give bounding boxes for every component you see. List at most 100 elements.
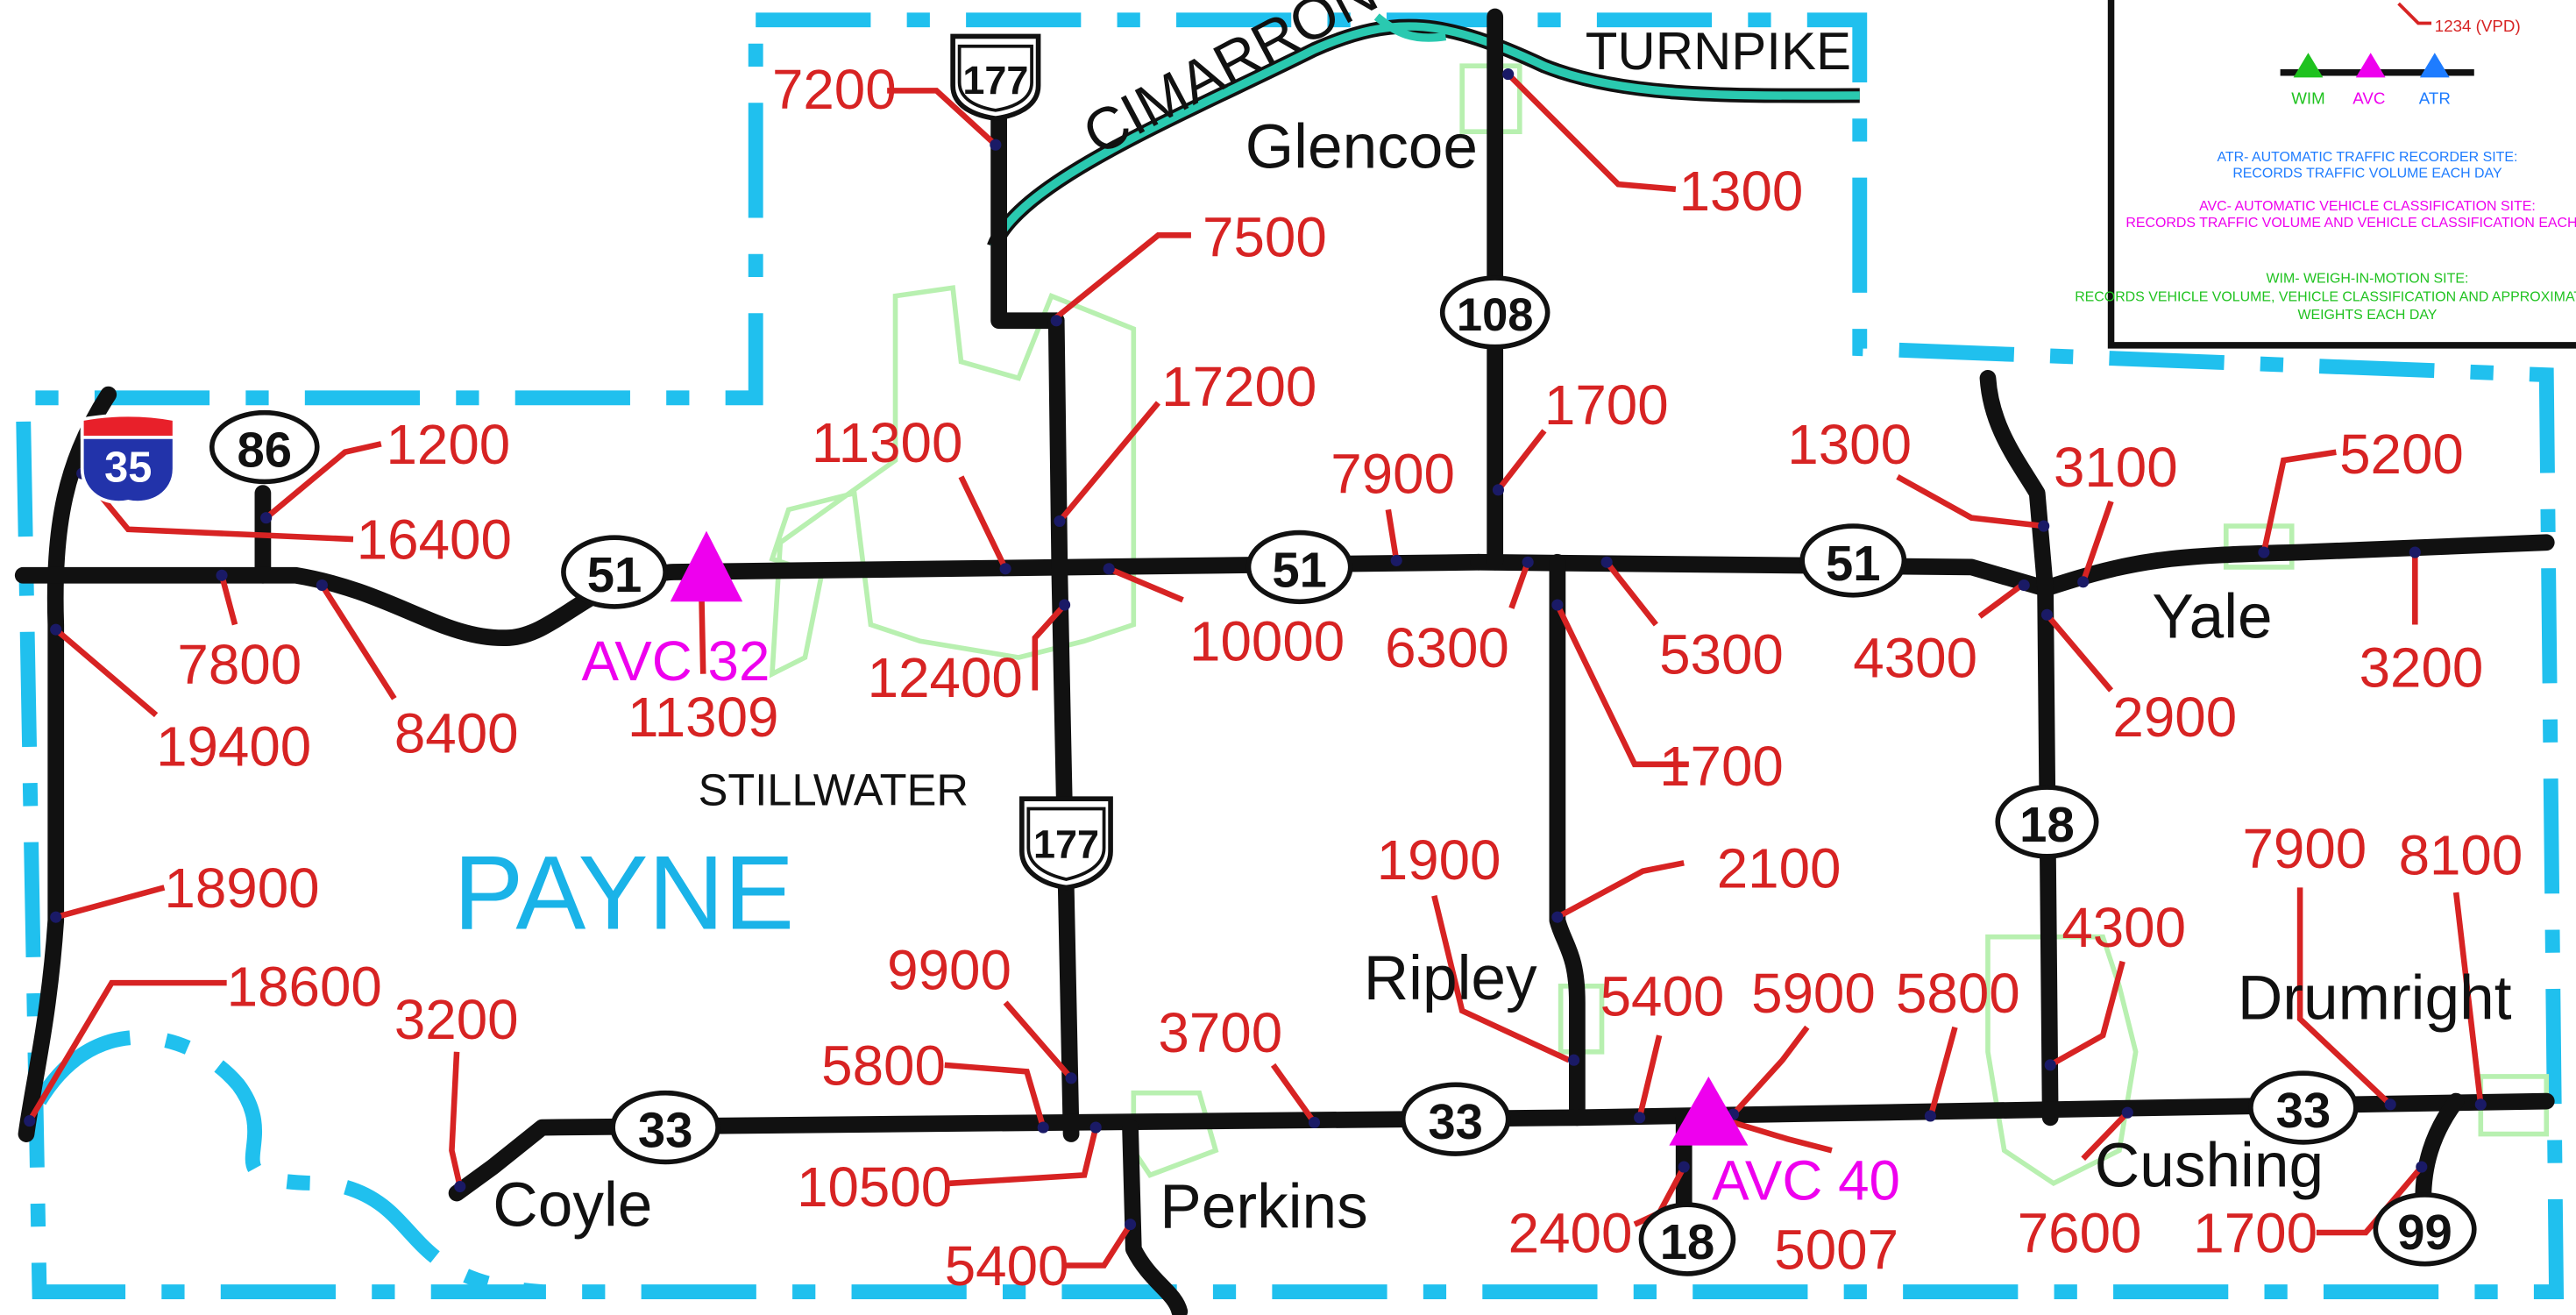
volume-label: 7500 <box>1203 206 1327 269</box>
highway-177 <box>1047 312 1080 1142</box>
town-glencoe: Glencoe <box>1245 112 1478 181</box>
volume-label: 7900 <box>2243 817 2367 880</box>
us-177-shield-south: 177 <box>1019 796 1113 891</box>
legend-wim-desc2: RECORDS VEHICLE VOLUME, VEHICLE CLASSIFI… <box>2075 289 2576 304</box>
volume-label: 19400 <box>156 715 311 778</box>
volume-label: 11300 <box>812 411 962 474</box>
highway-51-number: 51 <box>1826 536 1881 591</box>
legend-atr-desc2: RECORDS TRAFFIC VOLUME EACH DAY <box>2232 167 2502 181</box>
legend-atr-marker <box>2419 53 2450 78</box>
volume-label: 6300 <box>1385 616 1509 679</box>
leader-lines <box>26 72 2484 1269</box>
town-coyle: Coyle <box>493 1171 652 1240</box>
volume-label: 1900 <box>1377 828 1501 892</box>
legend-wim-marker <box>2293 53 2324 78</box>
highway-51-east <box>1470 534 2555 597</box>
ripley-city-limits <box>1558 984 1605 1055</box>
highway-99-number: 99 <box>2397 1205 2452 1260</box>
volume-label: 18900 <box>164 857 319 920</box>
volume-label: 1700 <box>1544 373 1669 437</box>
volume-label: 7800 <box>177 633 302 696</box>
highway-33-number: 33 <box>2276 1083 2331 1138</box>
volume-label: 5300 <box>1659 623 1784 686</box>
volume-label: 1700 <box>1659 735 1784 798</box>
volume-label: 4300 <box>1853 626 1977 689</box>
town-perkins: Perkins <box>1160 1172 1367 1241</box>
volume-label: 3700 <box>1158 1001 1282 1064</box>
highway-108-number: 108 <box>1457 289 1534 341</box>
county-name: PAYNE <box>453 834 794 951</box>
avc-32-marker <box>670 530 743 602</box>
cimarron-turnpike-loop <box>1373 13 1447 42</box>
cimarron-turnpike-fill <box>990 22 1860 249</box>
highway-33-number: 33 <box>638 1103 693 1158</box>
volume-label: 5200 <box>2339 423 2464 486</box>
county-border <box>15 12 2565 1299</box>
legend-avc-desc: AVC- AUTOMATIC VEHICLE CLASSIFICATION SI… <box>2199 199 2536 214</box>
us-177-number: 177 <box>962 58 1028 103</box>
cushing-city-limits <box>1985 934 2139 1187</box>
highway-51-number: 51 <box>1272 542 1327 597</box>
highway-51-shield-center: 51 <box>1245 530 1353 605</box>
legend-atr-desc: ATR- AUTOMATIC TRAFFIC RECORDER SITE: <box>2217 150 2517 165</box>
highway-51-number: 51 <box>587 547 642 602</box>
legend-avc-desc2: RECORDS TRAFFIC VOLUME AND VEHICLE CLASS… <box>2125 216 2576 231</box>
avc-40-count: 5007 <box>1774 1218 1898 1281</box>
legend-wim-label: WIM <box>2291 89 2325 107</box>
highway-18-number: 18 <box>2019 797 2075 852</box>
volume-label: 7900 <box>1331 443 1455 506</box>
town-stillwater: STILLWATER <box>699 765 969 815</box>
volume-label: 2400 <box>1508 1202 1633 1265</box>
legend-avc-marker <box>2355 53 2386 78</box>
volume-label: 3200 <box>394 988 519 1051</box>
highway-99-shield: 99 <box>2373 1192 2477 1267</box>
avc-32-label: AVC 32 <box>582 629 770 693</box>
perkins-road <box>1122 1119 1189 1315</box>
volume-label: 16400 <box>357 508 512 572</box>
highway-33-number: 33 <box>1428 1094 1483 1149</box>
highway-north-ripley <box>1549 553 1586 1127</box>
volume-label: 10000 <box>1189 610 1345 673</box>
volume-label: 8100 <box>2399 823 2523 886</box>
highway-86-number: 86 <box>237 423 292 478</box>
volume-label: 12400 <box>868 646 1023 709</box>
legend-wim-desc: WIM- WEIGH-IN-MOTION SITE: <box>2267 272 2469 287</box>
volume-label: 3100 <box>2054 436 2178 499</box>
volume-label: 2900 <box>2112 686 2237 749</box>
volume-label: 5400 <box>945 1234 1069 1297</box>
avc-40-marker <box>1669 1076 1749 1146</box>
volume-label: 1700 <box>2193 1202 2317 1265</box>
volume-labels: 7200 1300 7500 17200 11300 1700 7900 130… <box>156 58 2523 1297</box>
highway-108-shield: 108 <box>1439 275 1551 350</box>
highway-86-shield: 86 <box>209 409 320 485</box>
perkins-city-limits <box>1131 1090 1219 1178</box>
interstate-35-number: 35 <box>104 444 152 491</box>
us-177-number: 177 <box>1033 822 1099 867</box>
interstate-35 <box>18 386 117 1142</box>
highway-33 <box>448 1092 2555 1202</box>
volume-label: 18600 <box>227 955 382 1018</box>
volume-label: 17200 <box>1161 355 1316 418</box>
avc-40-label: AVC 40 <box>1712 1149 1900 1212</box>
highway-51-shield-west: 51 <box>561 535 668 609</box>
highway-18-number: 18 <box>1660 1214 1715 1269</box>
volume-label: 9900 <box>887 939 1011 1002</box>
highway-18-shield-south: 18 <box>1638 1202 1736 1276</box>
highway-18-shield-north: 18 <box>1995 785 2099 859</box>
turnpike-label-turnpike: TURNPIKE <box>1586 22 1851 81</box>
drumright-city-limits <box>2478 1074 2550 1137</box>
legend-panel: 1234 (VPD) WIM AVC ATR ATR- AUTOMATIC TR… <box>2075 0 2576 349</box>
volume-label: 5800 <box>821 1034 946 1097</box>
interstate-35-shield: 35 <box>80 413 176 504</box>
volume-label: 7200 <box>772 58 897 121</box>
town-yale: Yale <box>2152 583 2272 652</box>
legend-avc-label: AVC <box>2352 89 2385 107</box>
legend-atr-label: ATR <box>2419 89 2451 107</box>
volume-label: 1300 <box>1679 160 1804 223</box>
highway-33-shield-west: 33 <box>610 1090 720 1165</box>
legend-wim-desc3: WEIGHTS EACH DAY <box>2297 308 2437 323</box>
highway-33-shield-east: 33 <box>2248 1070 2359 1145</box>
volume-label: 5400 <box>1600 965 1725 1028</box>
volume-label: 5900 <box>1751 962 1876 1025</box>
